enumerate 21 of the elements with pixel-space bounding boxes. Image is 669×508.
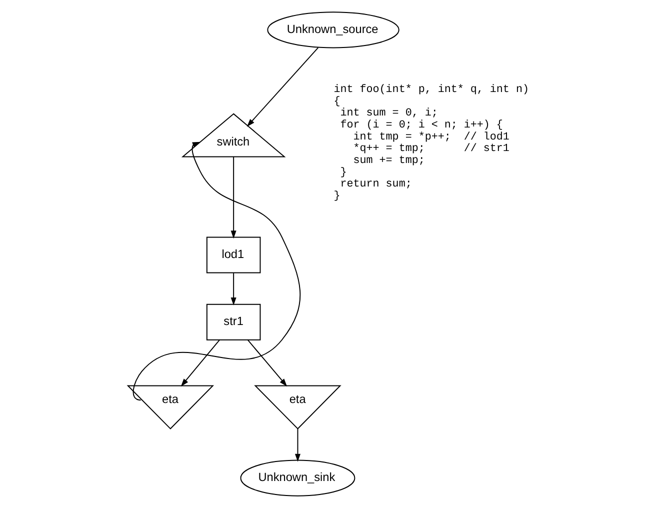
label: *q++ = tmp; // str1	[353, 143, 510, 156]
label: int foo(int* p, int* q, int n)	[334, 84, 529, 96]
node-box: lod1	[206, 236, 261, 274]
arrow	[132, 142, 301, 401]
node-ellipse: Unknown_sink	[240, 460, 356, 496]
label: int tmp = *p++; // lod1	[353, 131, 510, 144]
arrow	[246, 47, 319, 127]
arrow	[180, 339, 220, 386]
label: sum += tmp;	[353, 154, 425, 167]
label: {	[334, 96, 340, 108]
label: return sum;	[340, 178, 412, 191]
arrow	[247, 339, 288, 386]
arrow	[230, 156, 236, 239]
node-ellipse: Unknown_source	[267, 12, 400, 48]
arrow	[294, 428, 300, 462]
label: }	[340, 166, 347, 179]
arrow	[230, 272, 236, 306]
label: }	[334, 190, 340, 203]
label: int sum = 0, i;	[340, 108, 438, 120]
node-box: str1	[206, 304, 261, 340]
label: for (i = 0; i < n; i++) {	[340, 119, 503, 132]
